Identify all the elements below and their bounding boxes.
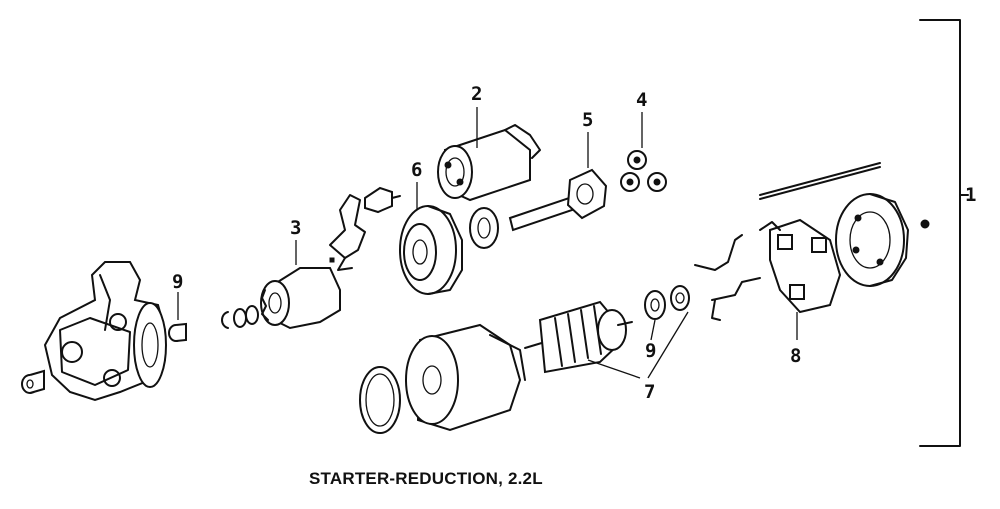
callout-2: 2 — [471, 83, 482, 105]
diagram-caption: STARTER-REDUCTION, 2.2L — [309, 469, 543, 488]
planetary-gears-part-4 — [620, 112, 667, 192]
end-screw — [920, 219, 930, 229]
brush-springs — [694, 234, 761, 321]
seal-ring — [469, 207, 499, 249]
callout-1: 1 — [965, 184, 976, 206]
callout-7: 7 — [644, 381, 655, 403]
pinion-clutch-assembly — [260, 240, 341, 330]
field-frame-yoke — [405, 323, 526, 432]
output-shaft-part-5 — [508, 132, 608, 232]
solenoid-plunger — [364, 186, 401, 214]
gasket-ring — [359, 366, 401, 434]
gear-housing-part-6 — [399, 182, 463, 295]
commutator-end-frame — [835, 193, 909, 287]
callout-5: 5 — [582, 109, 593, 131]
callout-9-left: 9 — [172, 271, 183, 293]
callout-3: 3 — [290, 217, 301, 239]
through-bolt — [759, 162, 881, 200]
drive-housing — [43, 261, 167, 402]
solenoid-switch — [437, 107, 541, 202]
retaining-clip — [221, 311, 229, 329]
washer — [670, 285, 690, 311]
stop-rings — [233, 305, 259, 328]
assembly-bracket — [919, 19, 969, 447]
callout-8: 8 — [790, 345, 801, 367]
callout-4: 4 — [636, 89, 647, 111]
callout-9-right: 9 — [645, 340, 656, 362]
shift-lever — [329, 194, 366, 271]
brush-holder-part-8 — [759, 218, 842, 340]
bushing-part-9-left — [168, 292, 187, 342]
armature — [524, 300, 633, 374]
bearing — [644, 290, 666, 320]
front-bushing — [21, 369, 45, 394]
callout-6: 6 — [411, 159, 422, 181]
